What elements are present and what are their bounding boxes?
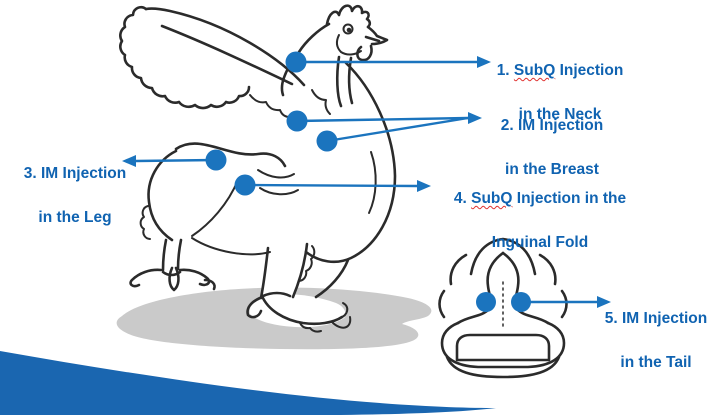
arrowhead-neck-icon <box>477 56 491 68</box>
site-dot-breast-2 <box>316 130 338 152</box>
left-leg <box>161 238 183 272</box>
tail-dome-inner-left <box>456 251 505 325</box>
tail-closeup-drawing <box>438 237 568 379</box>
footer-swoosh <box>0 351 496 415</box>
arrowhead-breast-icon <box>468 112 482 124</box>
label-1-prefix: 1. <box>496 62 514 79</box>
beak <box>364 25 389 46</box>
label-1-suffix: Injection <box>555 62 624 79</box>
label-4-line2: Inguinal Fold <box>491 234 589 251</box>
drumstick-outline <box>147 149 178 242</box>
right-leg-fill <box>261 242 307 300</box>
thigh-top-line <box>174 142 287 168</box>
left-leg-fill <box>163 240 181 270</box>
thigh-crease-1 <box>257 169 295 179</box>
label-3-prefix: 3. IM Injection <box>23 165 127 182</box>
label-2-line2: in the Breast <box>505 161 599 178</box>
label-5-line2: in the Tail <box>620 354 692 371</box>
site-dot-leg <box>205 149 227 171</box>
thigh-crease-2 <box>259 187 299 196</box>
label-2-prefix: 2. IM Injection <box>500 117 604 134</box>
label-im-breast: 2. IM Injection in the Breast <box>486 93 618 181</box>
wattle <box>356 44 373 62</box>
site-dot-tail-left <box>476 292 496 312</box>
label-4-prefix: 4. <box>453 190 472 207</box>
arrowhead-inguinal-icon <box>417 180 431 192</box>
drumstick-fluff <box>139 205 151 240</box>
neck-line-1 <box>335 55 343 108</box>
injection-site-dots <box>205 51 531 312</box>
site-dot-tail-right <box>511 292 531 312</box>
tail-dome-outer <box>469 237 537 276</box>
tail-curl-lower-left <box>438 289 446 319</box>
tail-curl-lower-right <box>560 289 568 319</box>
label-4-suffix: Injection in the <box>512 190 627 207</box>
inner-thigh-line <box>191 179 239 237</box>
comb <box>325 4 372 29</box>
tail-dome-inner-right <box>501 251 550 325</box>
body-outline <box>304 61 397 264</box>
belly-line <box>191 237 271 256</box>
arrow-inguinal <box>244 183 418 188</box>
left-foot <box>129 268 216 291</box>
label-1-misspelled-word: SubQ <box>513 62 556 79</box>
breast-inner-line <box>368 151 377 214</box>
tail-base-bottom-sweep <box>445 355 561 379</box>
label-4-misspelled-word: SubQ <box>471 190 513 207</box>
right-foot <box>246 291 344 326</box>
arrow-leg <box>135 158 217 163</box>
left-foot-middle-claw <box>168 266 180 292</box>
right-foot-fill <box>249 294 346 328</box>
eye-ring <box>342 23 354 35</box>
label-im-leg: 3. IM Injection in the Leg <box>2 141 148 229</box>
tail-curl-upper-left <box>449 253 468 286</box>
right-foot-claws <box>299 302 352 333</box>
arrow-breast-1 <box>296 116 469 123</box>
wing-fold-line <box>160 24 294 86</box>
label-1-line2: in the Neck <box>518 106 602 123</box>
site-dot-inguinal <box>234 174 256 196</box>
label-subq-inguinal-fold: 4. SubQ Injection in the Inguinal Fold <box>434 166 646 254</box>
cheek <box>335 34 362 56</box>
arrowhead-tail-icon <box>597 296 611 308</box>
label-subq-neck: 1. SubQ Injection in the Neck <box>491 38 629 126</box>
tail-curl-upper-right <box>538 253 557 286</box>
breast-tuft <box>311 89 331 115</box>
chicken-line-art <box>119 4 397 333</box>
right-leg-outer <box>314 258 350 299</box>
site-dot-breast-1 <box>286 110 308 132</box>
arrowhead-leg-icon <box>122 155 136 167</box>
tail-base-inner-rect <box>455 333 551 362</box>
right-leg-fluff <box>298 245 316 282</box>
eye-icon <box>346 27 352 33</box>
label-5-prefix: 5. IM Injection <box>604 310 708 327</box>
wing-feather-scallops <box>119 6 251 110</box>
wing-underside-fluff <box>249 94 293 119</box>
label-3-line2: in the Leg <box>38 209 112 226</box>
right-leg <box>259 242 309 300</box>
arrow-breast-2 <box>326 116 469 143</box>
wing-top-edge <box>144 7 306 87</box>
leader-arrows <box>122 56 611 308</box>
label-im-tail: 5. IM Injection in the Tail <box>588 286 724 374</box>
tail-base-outer <box>440 321 566 369</box>
site-dot-neck <box>285 51 307 73</box>
